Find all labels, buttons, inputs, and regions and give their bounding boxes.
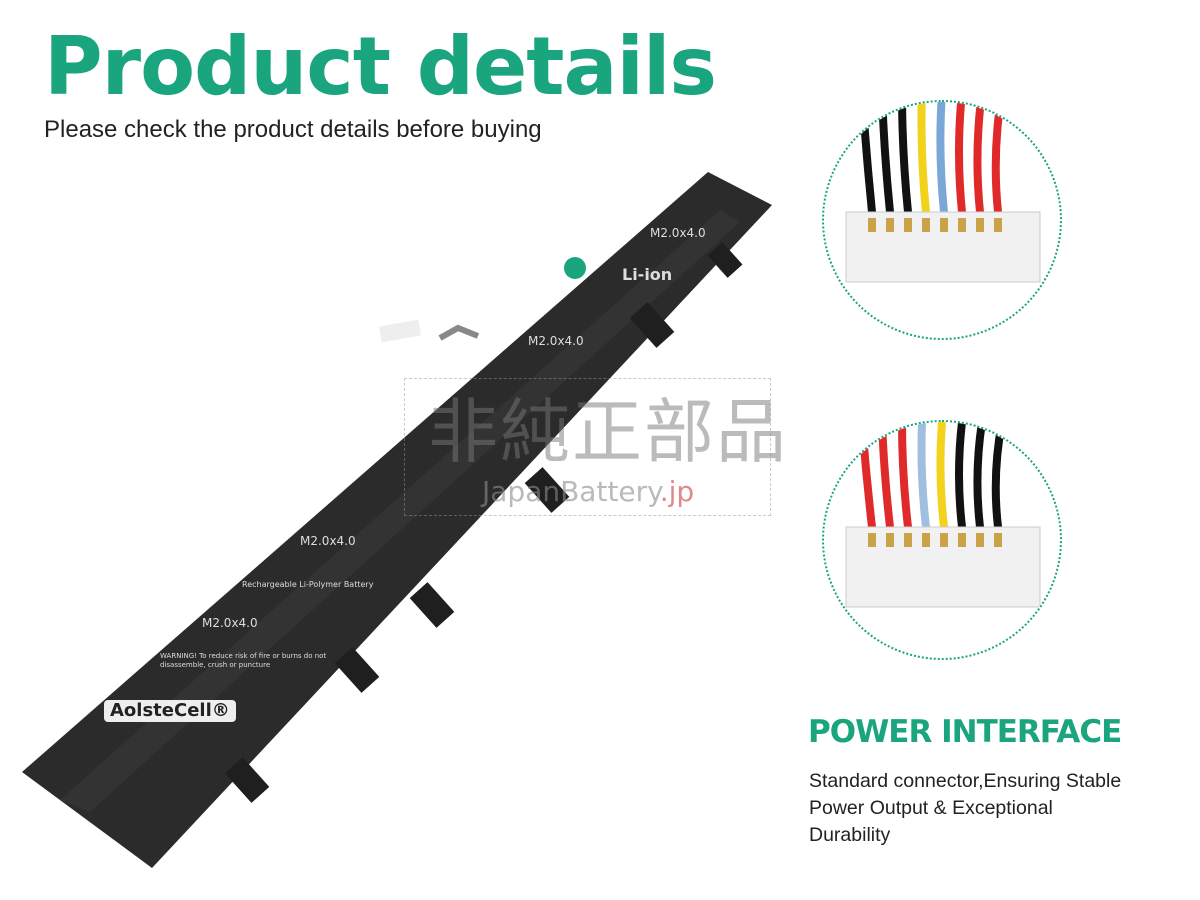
connector-pin [904,533,912,547]
battery-warning-text: WARNING! To reduce risk of fire or burns… [160,652,327,669]
battery-tabs [224,242,743,803]
wire [936,102,948,213]
connector-pin [940,218,948,232]
connector-pin [994,533,1002,547]
page-subtitle: Please check the product details before … [44,116,542,143]
connector-closeup-top [822,100,1062,340]
connector-pin [958,533,966,547]
wire [955,102,966,213]
watermark-frame [404,378,771,516]
wire [955,422,966,528]
battery-connector [378,319,422,343]
wire [898,102,912,213]
wire [917,102,930,213]
connector-closeup-bottom [822,420,1062,660]
brand-label: AolsteCell® [104,700,236,722]
connector-closeup-top-drawing [845,102,1041,283]
wire [973,422,986,528]
connector-pin [958,218,966,232]
screw-label: M2.0x4.0 [202,616,258,630]
battery-edge [60,210,740,812]
wire [973,102,985,213]
cell-type-label: Li-ion [622,265,673,284]
page-title: Product details [44,20,717,113]
watermark-site: JapanBattery.jp [482,476,694,508]
connector-pin [886,533,894,547]
connector-pin [922,218,930,232]
wire [991,422,1006,528]
screw-label: M2.0x4.0 [528,334,584,348]
watermark-site-tld: .jp [659,475,695,508]
certification-badge-icon [564,257,586,279]
wire [991,102,1005,213]
watermark-text: 非純正部品 [428,391,788,473]
connector-pin [868,533,876,547]
wire [878,102,894,213]
connector-pin [976,218,984,232]
connector-pin [994,218,1002,232]
wire [898,422,912,528]
wire [917,422,930,528]
connector-closeup-bottom-drawing [845,422,1041,608]
connector-pin [922,533,930,547]
battery-type-text: Rechargeable Li-Polymer Battery [242,580,374,589]
wire [936,422,948,528]
wire [878,422,894,528]
feature-heading: POWER INTERFACE [808,714,1122,750]
watermark-site-name: JapanBattery [482,475,660,508]
connector-pin [976,533,984,547]
connector-pin [868,218,876,232]
connector-pin [886,218,894,232]
battery-cable [438,324,480,341]
screw-label: M2.0x4.0 [650,226,706,240]
feature-description: Standard connector,Ensuring Stable Power… [809,770,1122,846]
connector-pin [904,218,912,232]
connector-pin [940,533,948,547]
screw-label: M2.0x4.0 [300,534,356,548]
